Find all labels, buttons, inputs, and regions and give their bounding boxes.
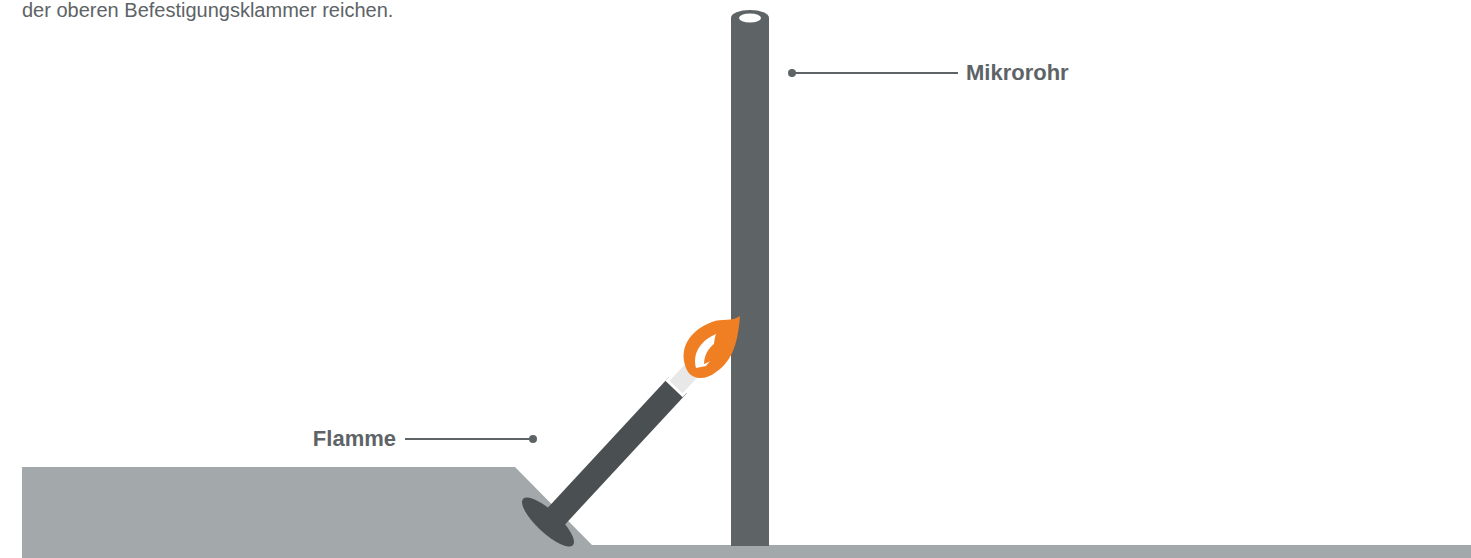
tube-top: [731, 10, 769, 26]
leader-dot: [529, 435, 537, 443]
torch-base: [516, 491, 581, 553]
micro-tube: [731, 18, 769, 546]
torch-handle: [550, 385, 678, 523]
leader-dot: [788, 69, 796, 77]
leader-line: [792, 72, 958, 74]
leader-line: [405, 438, 533, 440]
torch: [516, 316, 740, 553]
note-text: der oberen Befestigungsklammer reichen.: [22, 0, 393, 22]
part-label: Flamme: [313, 426, 396, 452]
tube-opening: [739, 14, 761, 23]
flame-core: [704, 338, 722, 364]
part-label: Mikrorohr: [966, 60, 1069, 86]
flame: [684, 316, 740, 378]
